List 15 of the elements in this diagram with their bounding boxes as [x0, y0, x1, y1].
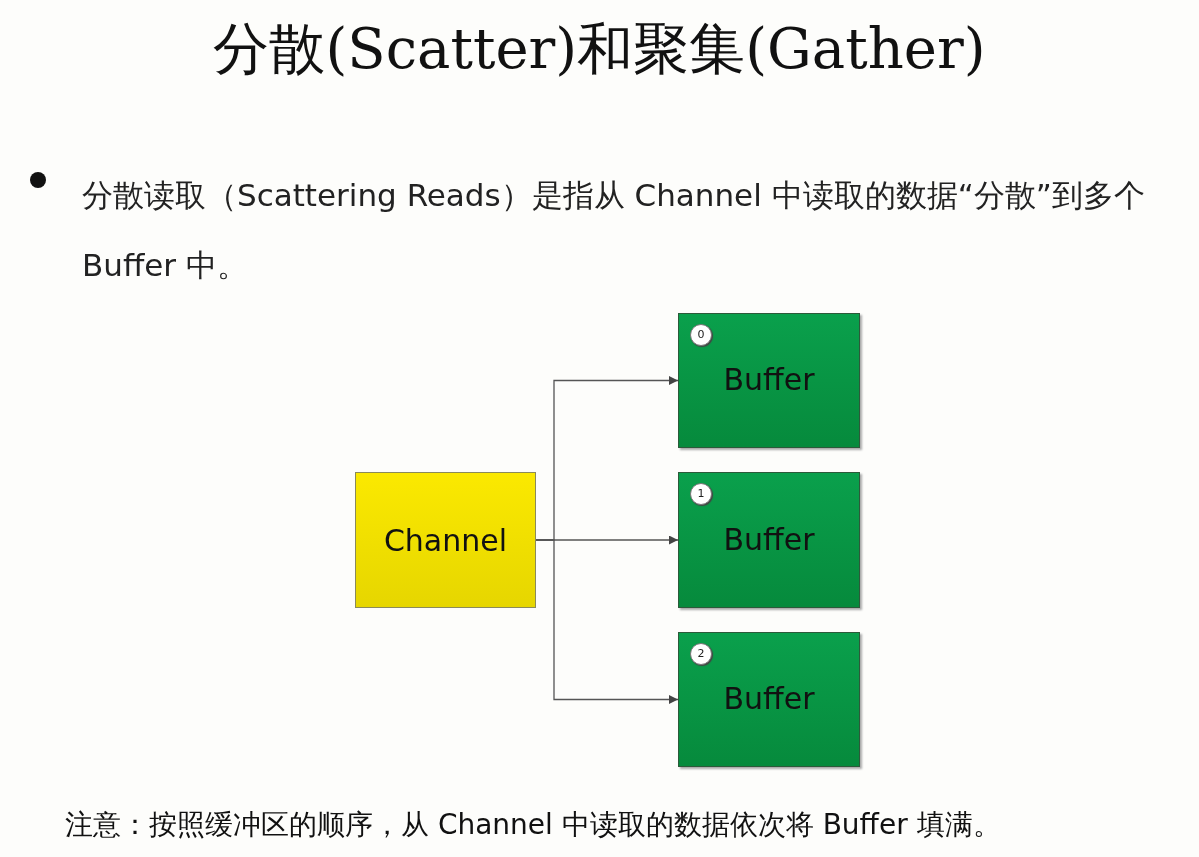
node-label: Channel: [383, 522, 508, 558]
bullet-text: 分散读取（Scattering Reads）是指从 Channel 中读取的数据“分散”到多个 Buffer 中。: [82, 176, 1146, 285]
number-badge: 2: [690, 643, 712, 665]
number-badge: 1: [690, 483, 712, 505]
node-label: Buffer: [723, 362, 815, 397]
buffer-box: [678, 472, 860, 608]
arrow: [535, 539, 679, 704]
channel-box: [355, 472, 536, 608]
node-label: Buffer: [723, 521, 815, 557]
node-label: Buffer: [723, 681, 815, 716]
title: 分散(Scatter)和聚集(Gather): [212, 15, 987, 83]
buffer-box: [678, 632, 860, 767]
note-text: 注意：按照缓冲区的顺序，从 Channel 中读取的数据依次将 Buffer 填满。: [65, 807, 1001, 843]
number-badge: 0: [690, 324, 712, 346]
buffer-box: [678, 313, 860, 448]
